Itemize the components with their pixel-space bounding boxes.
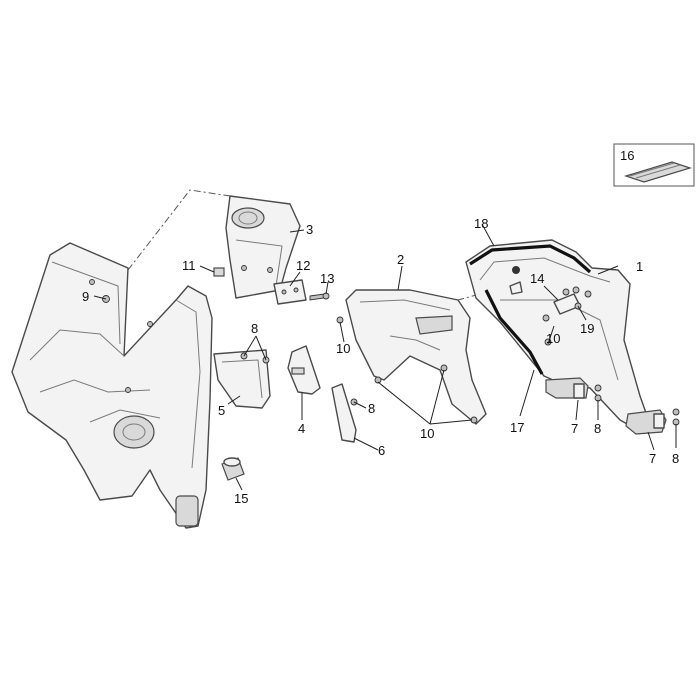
callout-12: 12	[296, 258, 310, 273]
callout-labels: 1 2 3 5 4 6 7 7 8 8 8 8 9 10 10 10 11 12…	[82, 148, 679, 506]
callout-15: 15	[234, 491, 248, 506]
callout-14: 14	[530, 271, 544, 286]
part-12-bracket	[273, 279, 307, 305]
part-6-bracket	[331, 383, 357, 443]
assembly-line-3-to-frame	[127, 189, 231, 271]
callout-13: 13	[320, 271, 334, 286]
callout-6: 6	[378, 443, 385, 458]
callout-9: 9	[82, 289, 89, 304]
callout-16: 16	[620, 148, 634, 163]
callout-1: 1	[636, 259, 643, 274]
part-19-nut-a	[562, 288, 570, 296]
part-15-grommet	[221, 457, 245, 481]
part-2-inner-panel	[345, 289, 487, 425]
callout-10b: 10	[420, 426, 434, 441]
part-8-screw-f	[672, 408, 680, 416]
part-1-emblem	[512, 266, 520, 274]
part-17-seal	[484, 289, 544, 375]
part-8-screw-d	[594, 384, 602, 392]
part-10-screw-b	[374, 376, 382, 384]
part-13-screws	[309, 292, 330, 301]
part-16-inset	[613, 143, 695, 187]
callout-8c: 8	[594, 421, 601, 436]
callout-4: 4	[298, 421, 305, 436]
part-1-tab	[509, 281, 523, 295]
part-7-hinge-b	[625, 409, 667, 435]
part-3-upper-cover	[225, 195, 301, 299]
callout-17: 17	[510, 420, 524, 435]
callout-3: 3	[306, 222, 313, 237]
part-4-panel	[287, 345, 321, 395]
callout-10c: 10	[546, 331, 560, 346]
callout-18: 18	[474, 216, 488, 231]
callout-11: 11	[182, 258, 196, 273]
callout-7b: 7	[649, 451, 656, 466]
callout-5: 5	[218, 403, 225, 418]
part-7-hinge-a	[545, 377, 589, 399]
callout-19: 19	[580, 321, 594, 336]
part-5-small-cover	[213, 349, 271, 409]
part-18-seal	[469, 244, 592, 274]
part-10-screw-e	[542, 314, 550, 322]
part-19-nut-b	[572, 286, 580, 294]
leader-lines	[93, 223, 677, 491]
part-9-inner-shield	[11, 242, 213, 529]
callout-2: 2	[397, 252, 404, 267]
callout-8b: 8	[368, 401, 375, 416]
callout-7a: 7	[571, 421, 578, 436]
callout-8a: 8	[251, 321, 258, 336]
callout-10a: 10	[336, 341, 350, 356]
part-11-clip	[213, 267, 225, 277]
callout-8d: 8	[672, 451, 679, 466]
part-19-nut-c	[584, 290, 592, 298]
